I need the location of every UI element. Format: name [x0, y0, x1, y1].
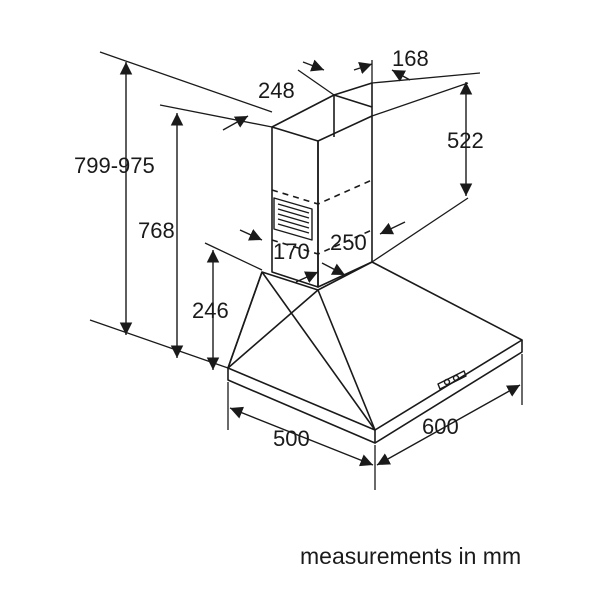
dim-line-170-b [295, 271, 319, 283]
dim-line-248-b [222, 115, 249, 131]
vent-grille-icon [273, 197, 313, 241]
dim-248: 248 [258, 78, 295, 103]
dim-522: 522 [447, 128, 484, 153]
dim-line-500 [229, 406, 374, 467]
dim-line-250-a [321, 262, 346, 276]
dim-168: 168 [392, 46, 429, 71]
dim-250: 250 [330, 230, 367, 255]
dim-line-170-a [239, 229, 263, 241]
dim-line-250-b [379, 221, 406, 235]
units-caption: measurements in mm [300, 543, 522, 569]
canopy [227, 261, 523, 444]
dim-line-168-b [391, 69, 411, 82]
dim-line-600 [376, 384, 521, 466]
dimension-arrows [119, 59, 521, 467]
dim-line-168-a [353, 62, 373, 74]
dim-799-975: 799-975 [74, 153, 155, 178]
dim-246: 246 [192, 298, 229, 323]
dim-170: 170 [273, 239, 310, 264]
telescopic-overlap-dashed [271, 179, 373, 255]
dim-600: 600 [422, 414, 459, 439]
control-panel [437, 370, 467, 390]
dim-line-248-a [302, 59, 325, 72]
dim-500: 500 [273, 426, 310, 451]
extension-lines [89, 51, 523, 490]
dim-768: 768 [138, 218, 175, 243]
dimension-labels: 168 248 522 799-975 768 170 250 246 500 … [74, 46, 484, 451]
